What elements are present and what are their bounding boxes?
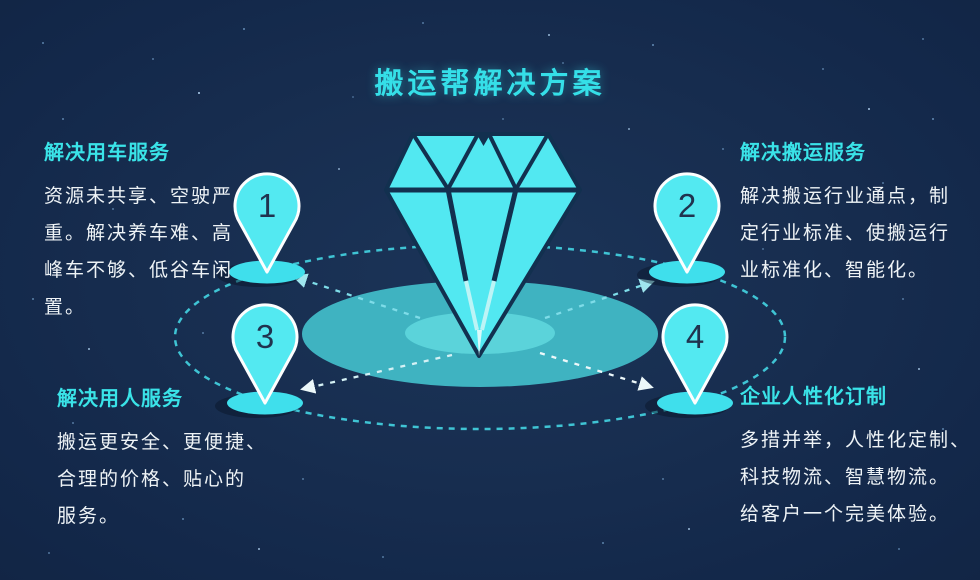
arrow-to-pin-3: [300, 353, 453, 394]
section-2-heading: 解决搬运服务: [740, 142, 866, 164]
pin-3-number: 3: [256, 318, 274, 355]
section-block-2: 解决搬运服务 解决搬运行业通点，制 定行业标准、使搬运行 业标准化、智能化。: [740, 136, 966, 289]
page-title: 搬运帮解决方案: [374, 68, 606, 100]
pin-3-marker-icon: [231, 303, 299, 405]
arrow-to-pin-4: [539, 351, 654, 391]
section-4-body: 多措并举，人性化定制、 科技物流、智慧物流。 给客户一个完美体验。: [740, 430, 972, 525]
pin-2-marker-icon: [653, 172, 721, 274]
section-1-heading: 解决用车服务: [44, 142, 170, 164]
arrow-to-pin-1: [292, 273, 421, 320]
section-3-heading: 解决用人服务: [57, 388, 183, 410]
pin-2: 2: [637, 172, 725, 287]
section-block-3: 解决用人服务 搬运更安全、更便捷、 合理的价格、贴心的 服务。: [57, 382, 281, 535]
pin-4: 4: [645, 303, 733, 418]
pin-1-number: 1: [258, 187, 276, 224]
pin-4-number: 4: [686, 318, 704, 355]
pin-3: 3: [215, 303, 303, 418]
section-block-1: 解决用车服务 资源未共享、空驶严 重。解决养车难、高 峰车不够、低谷车闲 置。: [44, 136, 248, 326]
pin-2-number: 2: [678, 187, 696, 224]
pin-1: 1: [217, 172, 305, 287]
section-1-body: 资源未共享、空驶严 重。解决养车难、高 峰车不够、低谷车闲 置。: [44, 186, 234, 318]
section-block-4: 企业人性化订制 多措并举，人性化定制、 科技物流、智慧物流。 给客户一个完美体验…: [740, 380, 978, 533]
orbit-ellipse: [173, 243, 787, 431]
section-3-body: 搬运更安全、更便捷、 合理的价格、贴心的 服务。: [57, 432, 268, 527]
pin-1-marker-icon: [233, 172, 301, 274]
diamond-icon: [384, 132, 582, 358]
pin-4-marker-icon: [661, 303, 729, 405]
section-2-body: 解决搬运行业通点，制 定行业标准、使搬运行 业标准化、智能化。: [740, 186, 951, 281]
section-4-heading: 企业人性化订制: [740, 386, 887, 408]
